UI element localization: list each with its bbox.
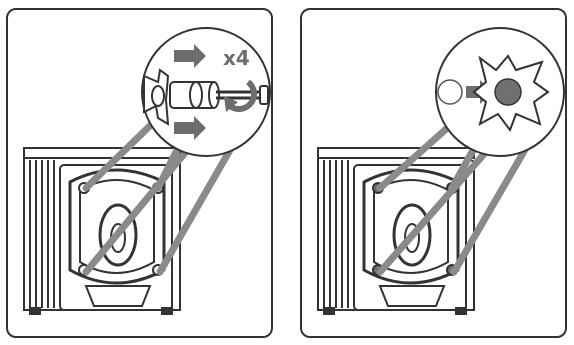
step-panel-blanking-caps [300, 8, 567, 338]
washer-back-illustration [302, 10, 565, 336]
blanking-cap-filled [495, 79, 521, 105]
quantity-multiplier: x4 [223, 46, 250, 70]
step-panel-remove-bolts: x4 [6, 8, 273, 338]
blanking-cap-outline [438, 80, 462, 104]
